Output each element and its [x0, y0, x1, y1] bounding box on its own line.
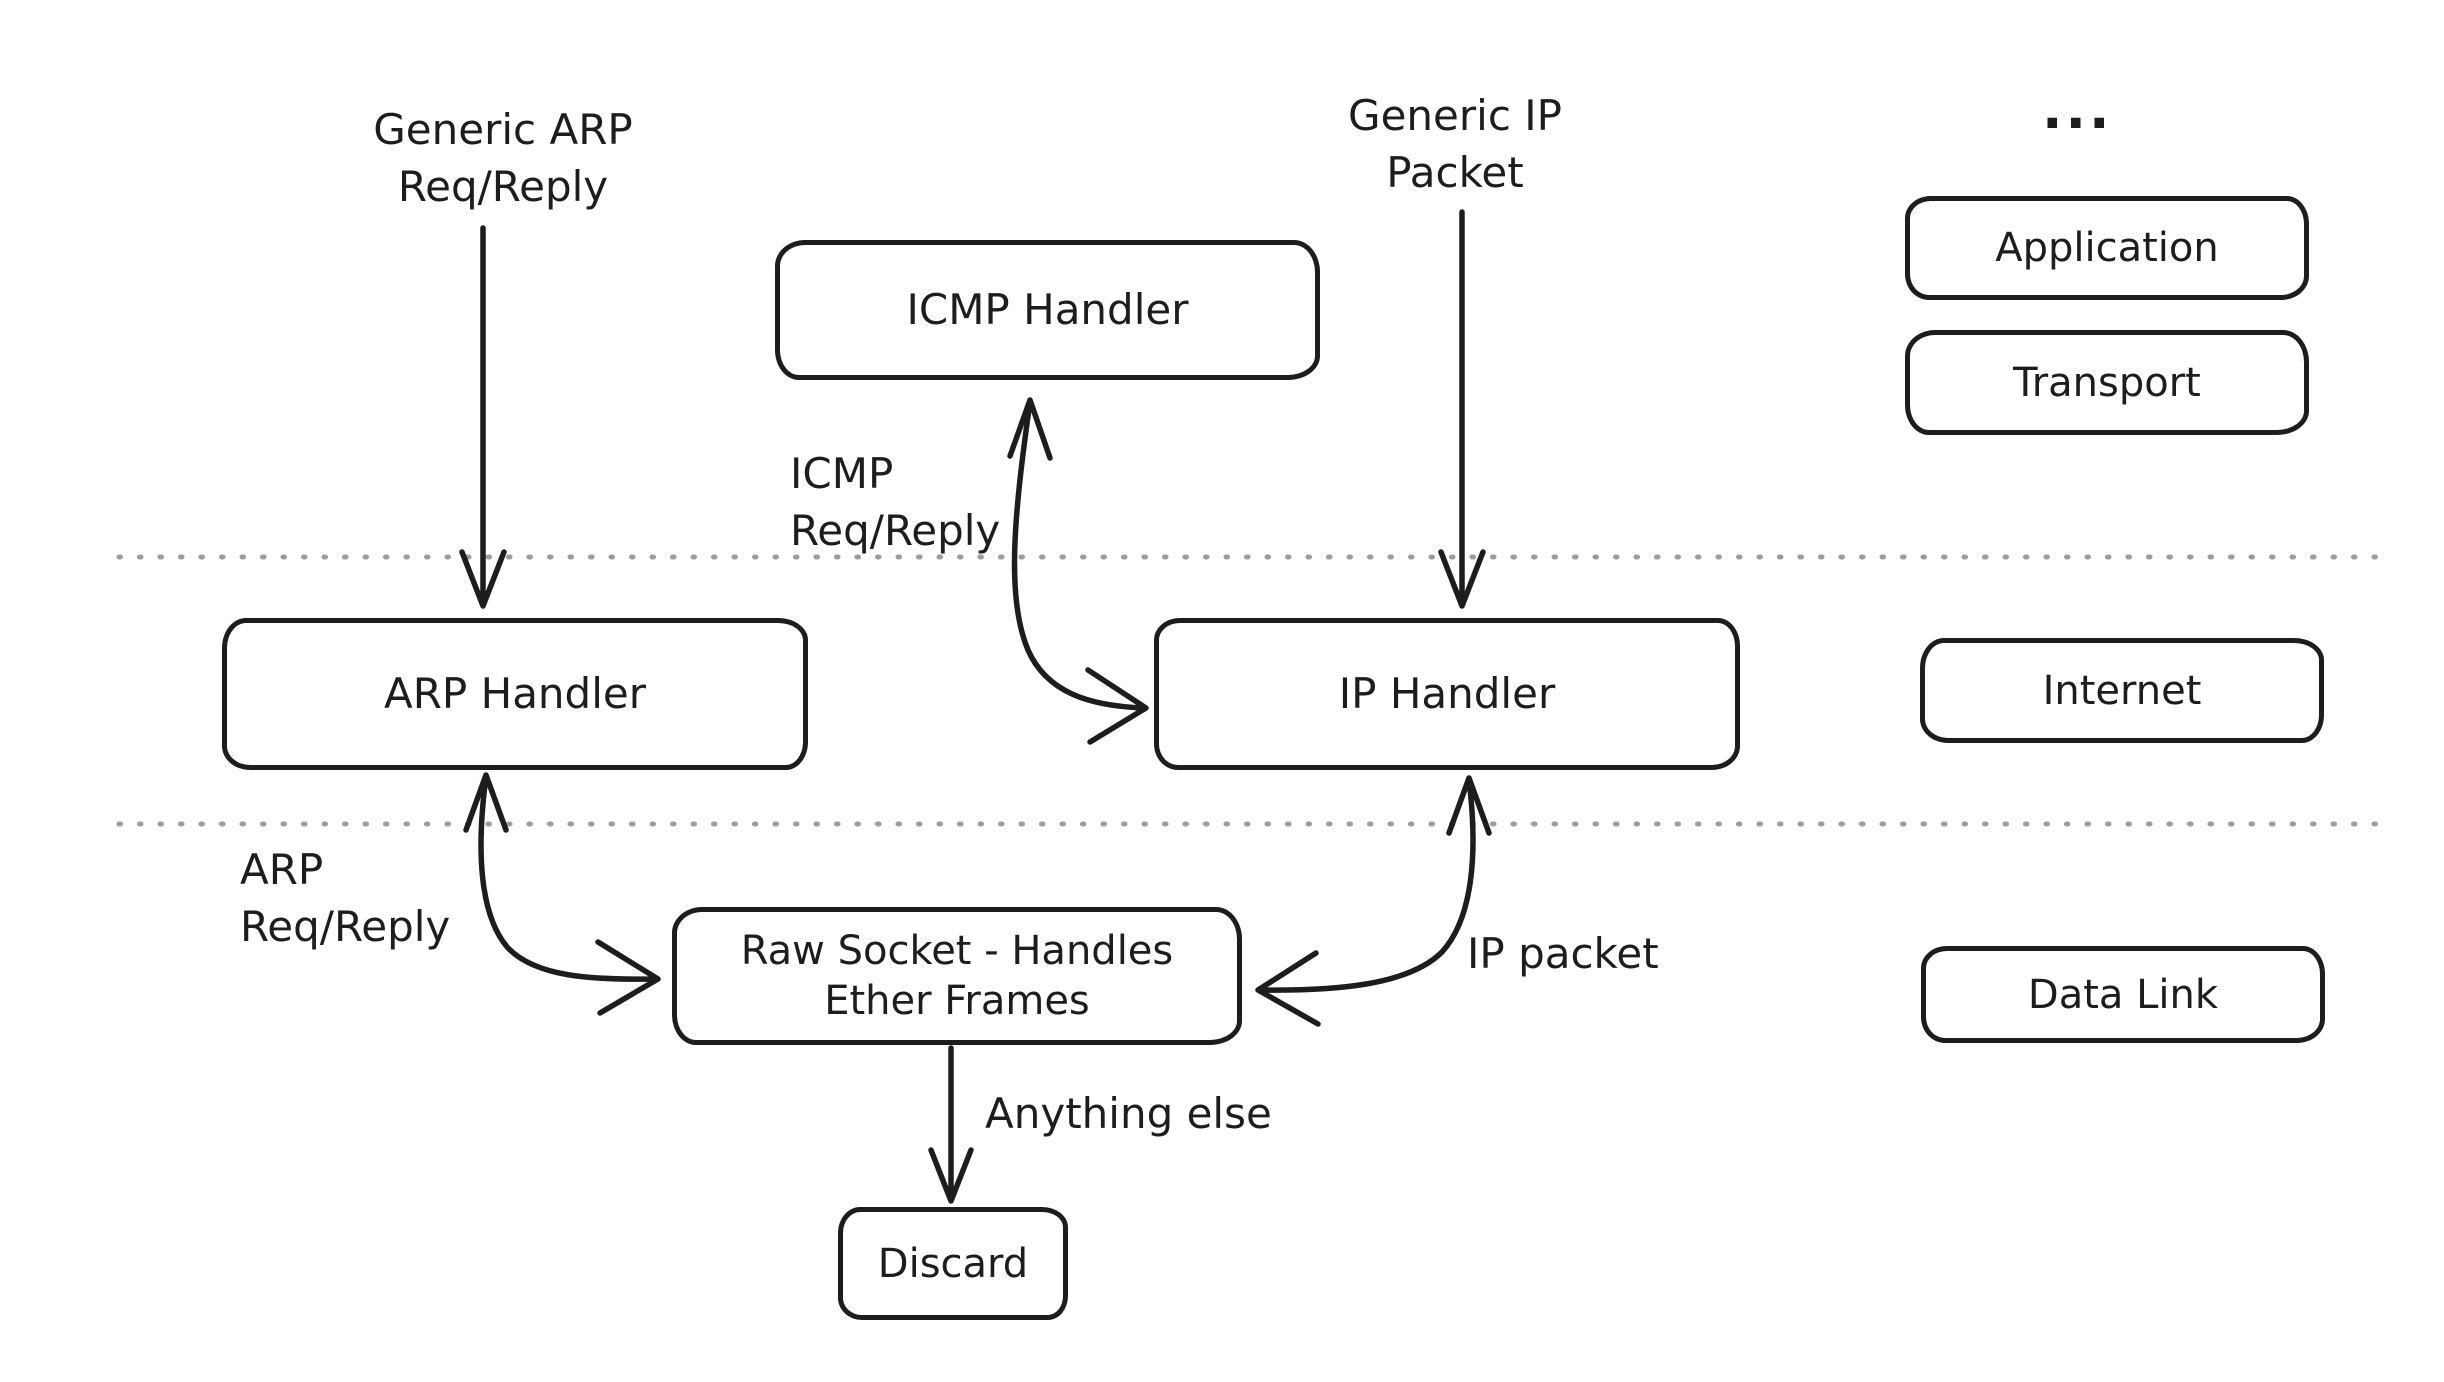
layer-box-internet-label: Internet	[2042, 667, 2202, 714]
node-raw-socket-line2: Ether Frames	[824, 978, 1090, 1024]
label-arp-req-reply-line2: Req/Reply	[240, 901, 451, 951]
arrow-ip-packet	[1255, 775, 1492, 1027]
layer-box-internet: Internet	[1920, 638, 2324, 743]
node-raw-socket-line1: Raw Socket - Handles	[740, 928, 1174, 974]
layers-ellipsis: ...	[2042, 78, 2113, 141]
arrow-generic-ip	[1438, 209, 1486, 609]
layer-box-application-label: Application	[1995, 225, 2219, 271]
arrow-generic-arp	[459, 225, 507, 609]
node-raw-socket-label: Raw Socket - Handles Ether Frames	[741, 926, 1174, 1026]
label-generic-ip-line2: Packet	[1386, 147, 1524, 197]
label-generic-arp-line2: Req/Reply	[397, 161, 609, 211]
node-discard: Discard	[838, 1207, 1068, 1320]
layer-box-application: Application	[1905, 196, 2309, 300]
node-ip-handler-label: IP Handler	[1338, 668, 1556, 718]
label-anything-else: Anything else	[985, 1089, 1272, 1138]
node-discard-label: Discard	[877, 1240, 1029, 1287]
arrow-anything-else	[928, 1045, 974, 1204]
label-arp-req-reply-line1: ARP	[240, 845, 324, 894]
label-icmp-req-reply: ICMP Req/Reply	[790, 446, 1000, 559]
label-icmp-req-reply-line1: ICMP	[790, 449, 894, 498]
label-generic-arp: Generic ARP Req/Reply	[333, 102, 673, 215]
node-arp-handler: ARP Handler	[222, 618, 808, 770]
node-ip-handler: IP Handler	[1154, 618, 1740, 770]
node-raw-socket: Raw Socket - Handles Ether Frames	[672, 907, 1242, 1045]
arrow-arp-req-reply	[463, 772, 661, 1016]
node-arp-handler-label: ARP Handler	[384, 668, 646, 718]
layer-box-data-link-label: Data Link	[2027, 971, 2219, 1018]
label-arp-req-reply: ARP Req/Reply	[240, 842, 450, 955]
label-icmp-req-reply-line2: Req/Reply	[790, 505, 1001, 555]
layer-box-transport: Transport	[1905, 330, 2309, 435]
label-ip-packet: IP packet	[1467, 929, 1659, 978]
node-icmp-handler: ICMP Handler	[775, 240, 1320, 380]
node-icmp-handler-label: ICMP Handler	[906, 284, 1189, 334]
arrow-icmp-req-reply	[1007, 397, 1149, 745]
layer-box-data-link: Data Link	[1921, 946, 2325, 1043]
layer-box-transport-label: Transport	[2013, 359, 2201, 406]
label-generic-ip: Generic IP Packet	[1285, 88, 1625, 201]
label-generic-ip-line1: Generic IP	[1348, 91, 1562, 140]
label-generic-arp-line1: Generic ARP	[373, 105, 633, 154]
